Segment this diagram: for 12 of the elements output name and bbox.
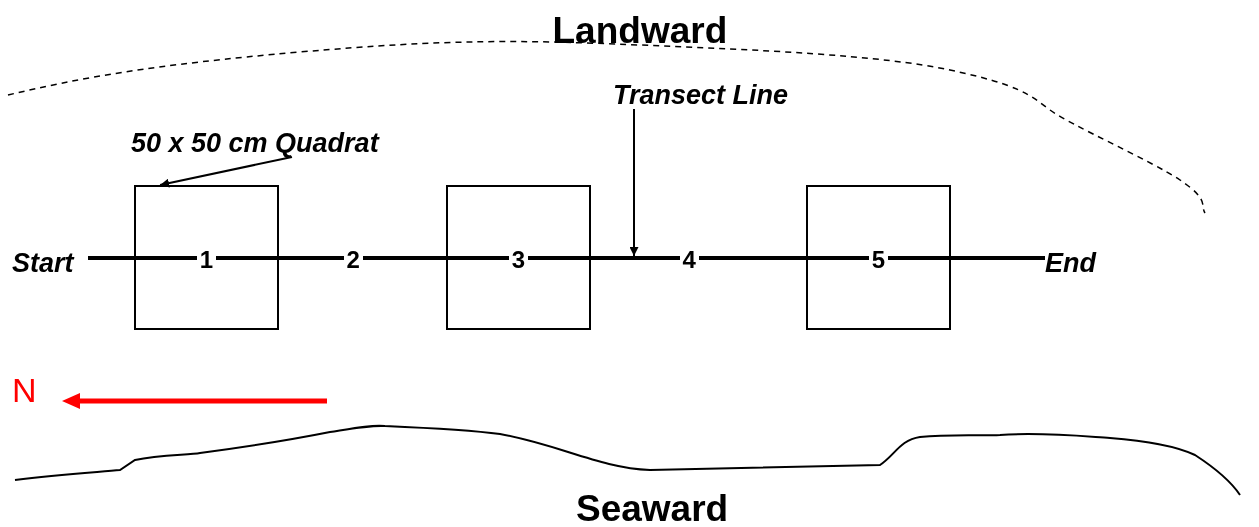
endpoint-label: Start — [12, 250, 74, 277]
callout-label: Transect Line — [613, 82, 789, 109]
heading-label: Seaward — [576, 490, 729, 527]
north-label: N — [12, 373, 37, 407]
heading-label: Landward — [552, 12, 728, 49]
leader-arrow — [159, 156, 293, 188]
endpoint-label: End — [1045, 250, 1096, 277]
quadrat-square — [806, 185, 951, 330]
leader-arrow — [629, 108, 639, 257]
quadrat-square — [134, 185, 279, 330]
quadrat-square — [446, 185, 591, 330]
callout-label: 50 x 50 cm Quadrat — [131, 130, 379, 157]
